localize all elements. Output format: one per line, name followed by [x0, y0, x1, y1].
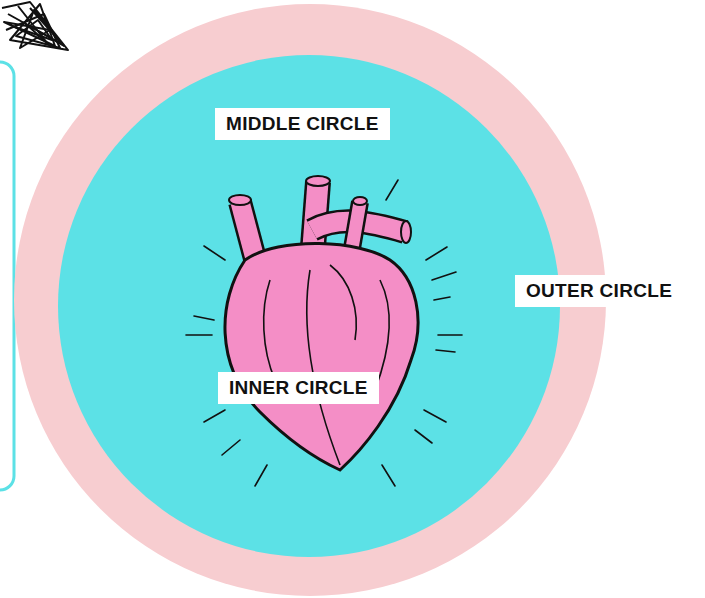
heart-body — [225, 243, 418, 470]
side-panel — [0, 62, 14, 490]
burst-lines — [186, 180, 462, 486]
circle-label: MIDDLE CIRCLE — [215, 108, 390, 140]
circle-label: OUTER CIRCLE — [515, 275, 683, 307]
middle-circle: MIDDLE CIRCLE INNER CIRCLE — [58, 55, 560, 557]
inner-heart: INNER CIRCLE — [200, 160, 440, 480]
heart-detail-lines — [264, 265, 389, 465]
outer-circle: OUTER CIRCLEMIDDLE CIRCLE INNER — [14, 4, 606, 596]
heart-illustration — [200, 160, 440, 480]
circle-label: INNER CIRCLE — [218, 372, 379, 404]
scribble-mark — [2, 2, 68, 50]
